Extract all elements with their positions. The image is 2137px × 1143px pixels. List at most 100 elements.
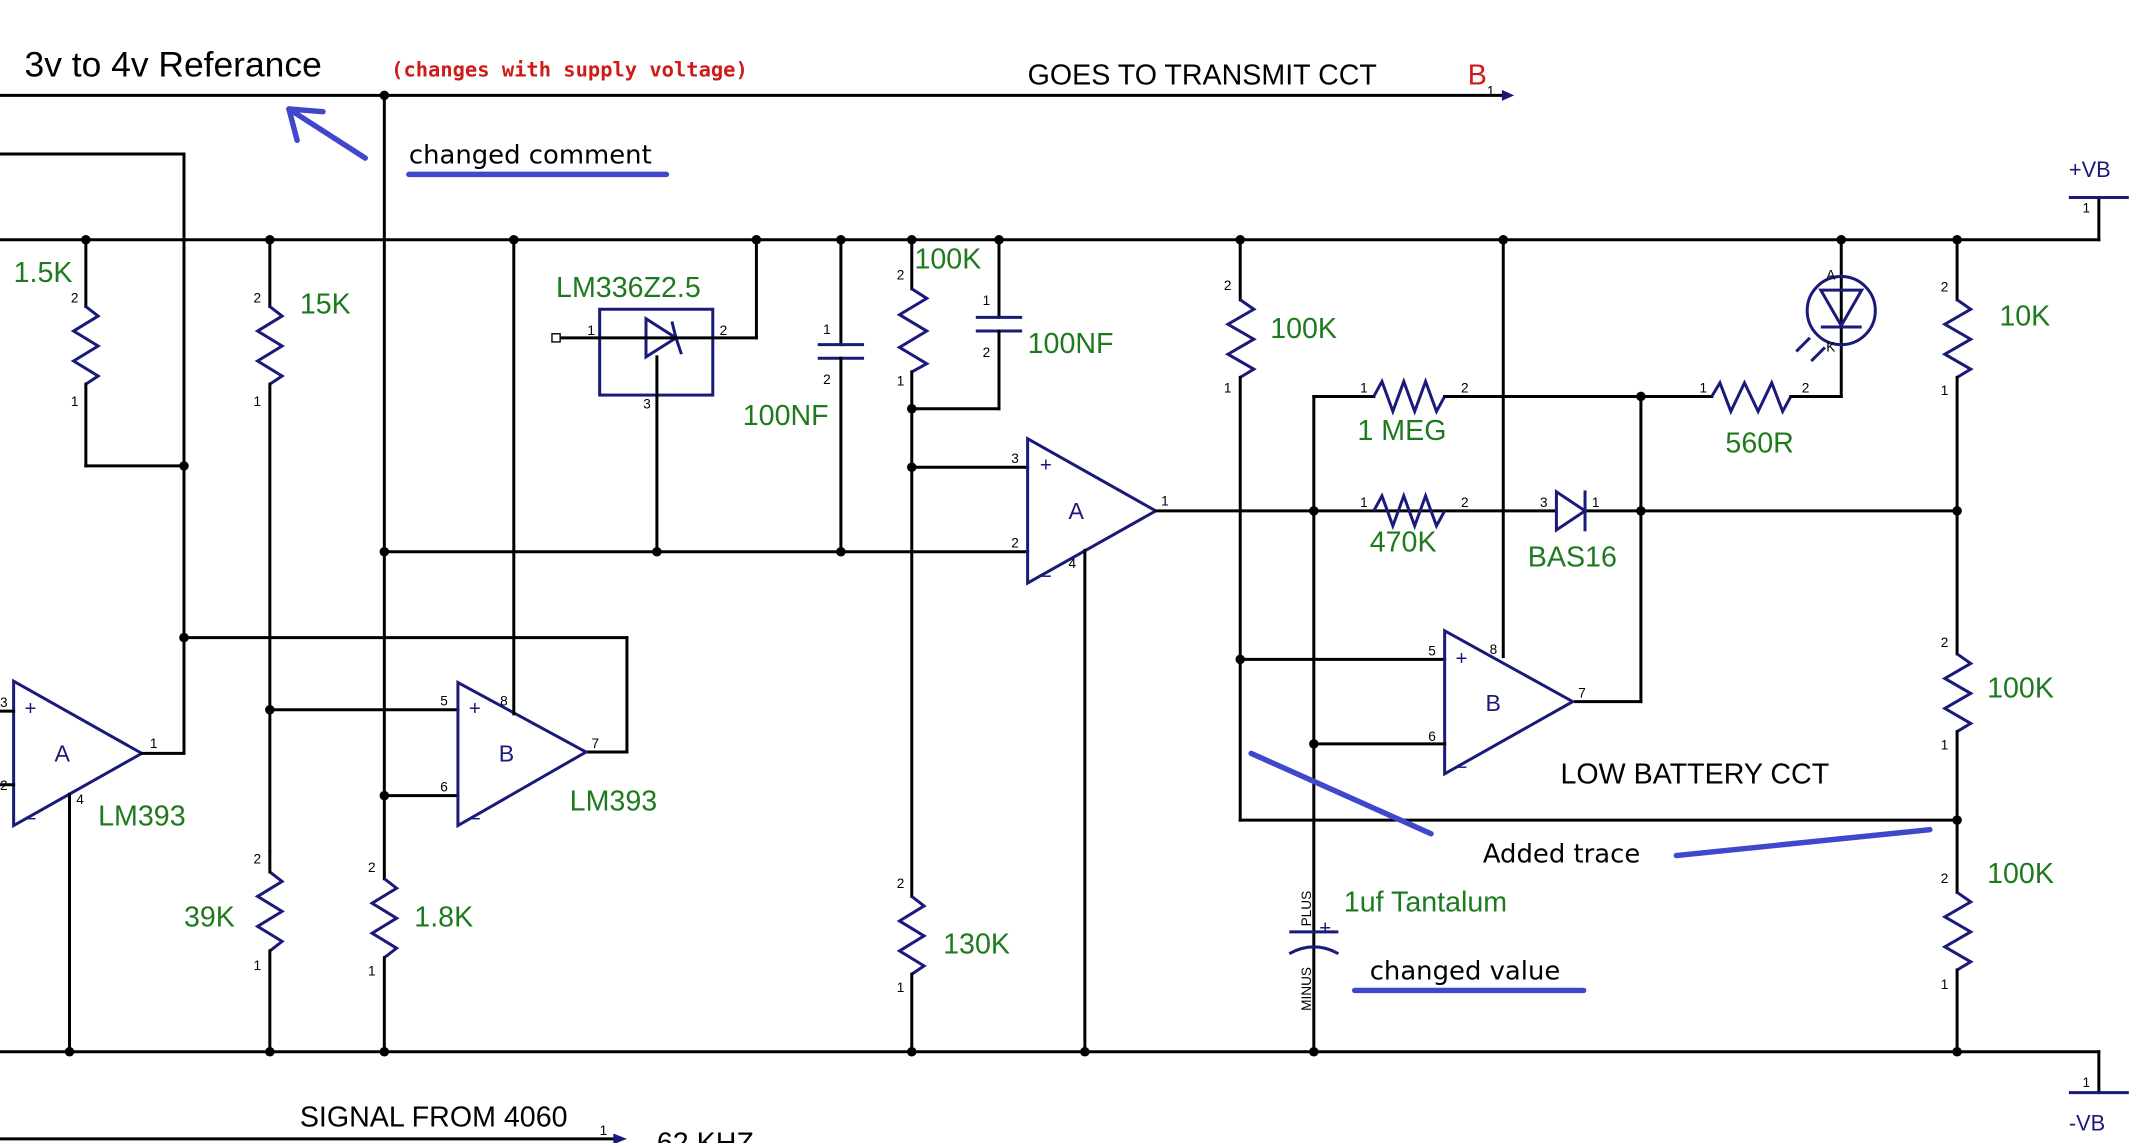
svg-text:1: 1 — [1360, 495, 1368, 510]
resistor-100k-b-value: 100K — [1270, 313, 1337, 345]
svg-text:1: 1 — [1224, 380, 1232, 395]
tantalum-capacitor-symbol: + — [1288, 918, 1340, 955]
vb-plus-label: +VB — [2069, 157, 2111, 182]
comparator-right-part: LM393 — [570, 786, 658, 818]
svg-text:1: 1 — [2082, 201, 2090, 216]
led-symbol — [1795, 275, 1877, 363]
svg-text:1: 1 — [1592, 495, 1600, 510]
changed-comment-note: changed comment — [409, 140, 652, 170]
svg-text:1: 1 — [1941, 383, 1949, 398]
svg-text:3: 3 — [643, 397, 651, 412]
svg-text:2: 2 — [823, 372, 831, 387]
annotation-arrow-icon — [286, 106, 368, 161]
vb-minus-label: -VB — [2069, 1111, 2105, 1136]
svg-text:1: 1 — [897, 374, 905, 389]
svg-text:A: A — [1069, 498, 1085, 524]
svg-text:−: − — [25, 809, 37, 831]
svg-text:2: 2 — [897, 876, 905, 891]
added-trace-pointer-right — [1673, 826, 1933, 859]
svg-text:1: 1 — [253, 958, 261, 973]
resistor-39k-symbol — [254, 870, 285, 953]
resistor-470k-value: 470K — [1370, 527, 1437, 559]
svg-text:1: 1 — [2082, 1075, 2090, 1090]
comparator-left-part: LM393 — [98, 801, 186, 833]
resistor-1k8-value: 1.8K — [414, 901, 473, 933]
resistor-100k-a-symbol — [896, 287, 930, 374]
resistor-1k5-symbol — [70, 305, 102, 386]
svg-text:4: 4 — [76, 792, 84, 807]
svg-text:1: 1 — [897, 980, 905, 995]
added-trace-note: Added trace — [1483, 839, 1640, 869]
resistor-10k-symbol — [1941, 298, 1974, 379]
port-arrow-icon — [613, 1133, 627, 1143]
svg-text:8: 8 — [500, 694, 508, 709]
svg-text:1: 1 — [150, 736, 158, 751]
svg-text:1: 1 — [71, 394, 79, 409]
svg-text:2: 2 — [253, 852, 261, 867]
signal-net-label: SIGNAL FROM 4060 — [300, 1102, 568, 1134]
resistor-130k-value: 130K — [943, 929, 1010, 961]
resistor-15k-value: 15K — [300, 288, 351, 320]
resistor-470k-symbol — [1372, 491, 1446, 531]
added-trace-pointer-left — [1248, 750, 1434, 837]
svg-text:3: 3 — [0, 695, 8, 710]
resistor-100k-a-value: 100K — [914, 243, 981, 275]
resistor-10k-value: 10K — [1999, 301, 2050, 333]
signal-frequency-label: 62 KHZ — [657, 1128, 754, 1143]
svg-text:−: − — [469, 809, 481, 831]
svg-text:2: 2 — [1011, 536, 1019, 551]
svg-text:2: 2 — [1941, 280, 1949, 295]
svg-text:2: 2 — [1224, 278, 1232, 293]
svg-text:2: 2 — [983, 345, 991, 360]
svg-text:1: 1 — [1161, 493, 1169, 508]
resistor-1k5-value: 1.5K — [14, 257, 73, 289]
svg-text:−: − — [1456, 757, 1468, 779]
svg-text:+: + — [1319, 918, 1331, 940]
resistor-100k-c-value: 100K — [1987, 673, 2054, 705]
svg-text:5: 5 — [1428, 643, 1436, 658]
svg-text:4: 4 — [1069, 556, 1077, 571]
transmit-net-label: GOES TO TRANSMIT CCT — [1028, 59, 1377, 91]
low-battery-label: LOW BATTERY CCT — [1561, 758, 1830, 790]
port-arrow-icon — [1501, 89, 1515, 101]
svg-text:2: 2 — [368, 860, 376, 875]
resistor-1meg-symbol — [1372, 377, 1446, 416]
svg-text:8: 8 — [1490, 642, 1498, 657]
resistor-100k-d-symbol — [1941, 891, 1974, 972]
svg-text:PLUS: PLUS — [1299, 891, 1314, 927]
svg-text:6: 6 — [1428, 729, 1436, 744]
diode-bas16-symbol — [1554, 489, 1588, 533]
voltage-reference-value: LM336Z2.5 — [556, 272, 701, 304]
svg-text:7: 7 — [1578, 686, 1586, 701]
transmit-pin-label: 1 — [1487, 83, 1495, 98]
svg-text:−: − — [1040, 566, 1052, 588]
svg-text:+: + — [1456, 648, 1468, 670]
diode-bas16-value: BAS16 — [1528, 542, 1617, 574]
comparator-left-b: B + − 5 6 7 8 — [440, 680, 599, 831]
resistor-39k-value: 39K — [184, 901, 235, 933]
svg-text:2: 2 — [71, 290, 79, 305]
svg-text:1: 1 — [600, 1123, 608, 1138]
resistor-130k-symbol — [896, 895, 927, 976]
svg-text:1: 1 — [1941, 737, 1949, 752]
svg-text:2: 2 — [253, 290, 261, 305]
svg-text:2: 2 — [1802, 380, 1810, 395]
svg-text:5: 5 — [440, 694, 448, 709]
comparator-middle-a: A + − 3 2 1 4 — [1011, 436, 1169, 588]
capacitor-100nf-a-value: 100NF — [743, 400, 829, 432]
svg-text:B: B — [1486, 690, 1501, 716]
svg-text:2: 2 — [897, 267, 905, 282]
svg-text:B: B — [499, 741, 514, 767]
resistor-560r-value: 560R — [1725, 427, 1793, 459]
transmit-port-label: B — [1468, 59, 1487, 91]
tantalum-capacitor-value: 1uf Tantalum — [1344, 886, 1507, 918]
svg-text:2: 2 — [1461, 380, 1469, 395]
svg-text:1: 1 — [1941, 977, 1949, 992]
resistor-560r-symbol — [1710, 379, 1793, 416]
svg-text:3: 3 — [1011, 451, 1019, 466]
svg-text:A: A — [1826, 267, 1836, 282]
reference-note: (changes with supply voltage) — [391, 57, 748, 81]
svg-text:+: + — [1040, 454, 1052, 476]
svg-text:1: 1 — [1360, 380, 1368, 395]
